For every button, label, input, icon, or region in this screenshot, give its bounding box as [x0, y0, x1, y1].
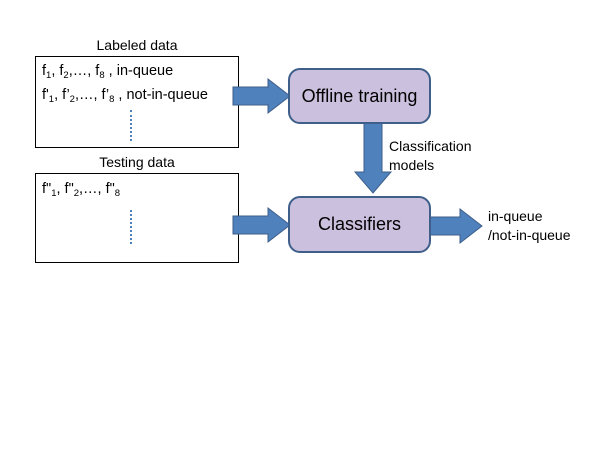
classifiers-box: Classifiers: [288, 196, 431, 253]
labeled-data-line-2: f'1, f’2,…, f’8 , not-in-queue: [42, 87, 208, 105]
labeled-data-caption: Labeled data: [96, 37, 178, 53]
testing-data-caption: Testing data: [99, 154, 175, 170]
output-label: in-queue /not-in-queue: [488, 208, 571, 243]
testing-data-line-1: f"1, f"2,…, f"8: [42, 181, 121, 199]
arrow-training-to-classifiers: [353, 119, 393, 194]
labeled-data-line-1: f1, f2,…, f8 , in-queue: [42, 63, 174, 81]
testing-data-box: f"1, f"2,…, f"8: [35, 173, 239, 263]
labeled-data-ellipsis: [130, 110, 132, 141]
arrow-labeled-to-training: [232, 77, 291, 115]
classifiers-label: Classifiers: [317, 214, 401, 234]
offline-training-label: Offline training: [301, 85, 418, 106]
classification-models-label: Classification models: [389, 138, 472, 173]
offline-training-box: Offline training: [288, 68, 431, 124]
arrow-testing-to-classifiers: [232, 206, 291, 244]
testing-data-ellipsis: [130, 210, 132, 244]
arrow-classifiers-to-output: [429, 207, 483, 245]
